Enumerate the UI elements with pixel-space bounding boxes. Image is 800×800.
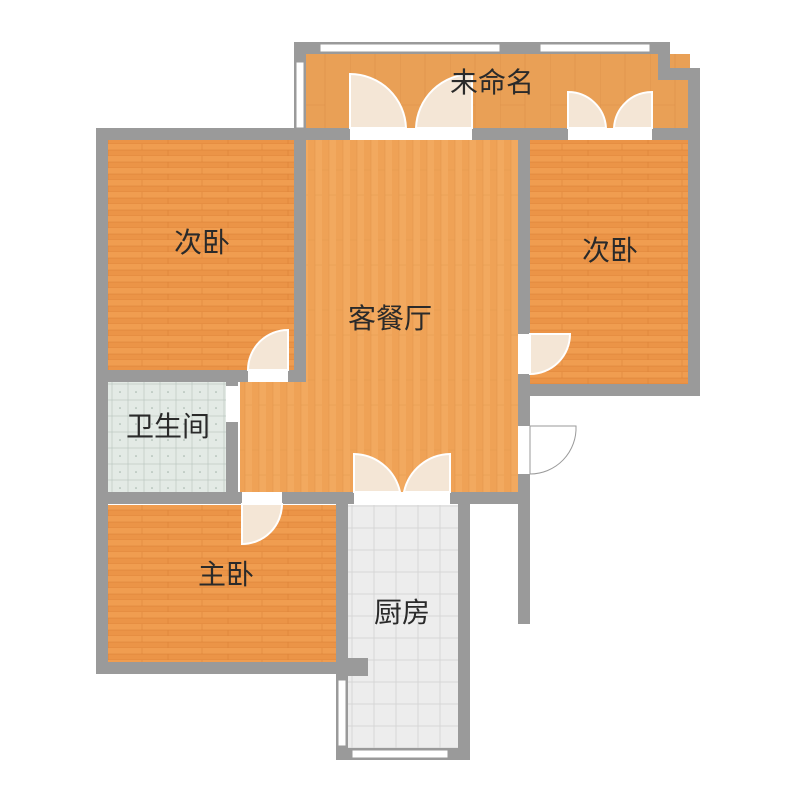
kitchen-floor bbox=[348, 505, 458, 749]
room-label-living-dining: 客餐厅 bbox=[348, 302, 432, 335]
room-label-unnamed: 未命名 bbox=[450, 66, 534, 99]
master-bedroom-floor bbox=[108, 505, 340, 663]
bathroom-floor bbox=[108, 380, 232, 492]
living-dining-floor bbox=[306, 140, 522, 386]
room-label-master-bedroom: 主卧 bbox=[198, 558, 254, 591]
room-label-second-bedroom-right: 次卧 bbox=[582, 234, 638, 267]
bedroom-left-floor bbox=[108, 140, 296, 370]
room-label-kitchen: 厨房 bbox=[374, 596, 430, 629]
doors bbox=[226, 72, 653, 546]
room-label-bathroom: 卫生间 bbox=[126, 410, 210, 443]
windows bbox=[295, 43, 651, 759]
room-label-second-bedroom-left: 次卧 bbox=[174, 226, 230, 259]
